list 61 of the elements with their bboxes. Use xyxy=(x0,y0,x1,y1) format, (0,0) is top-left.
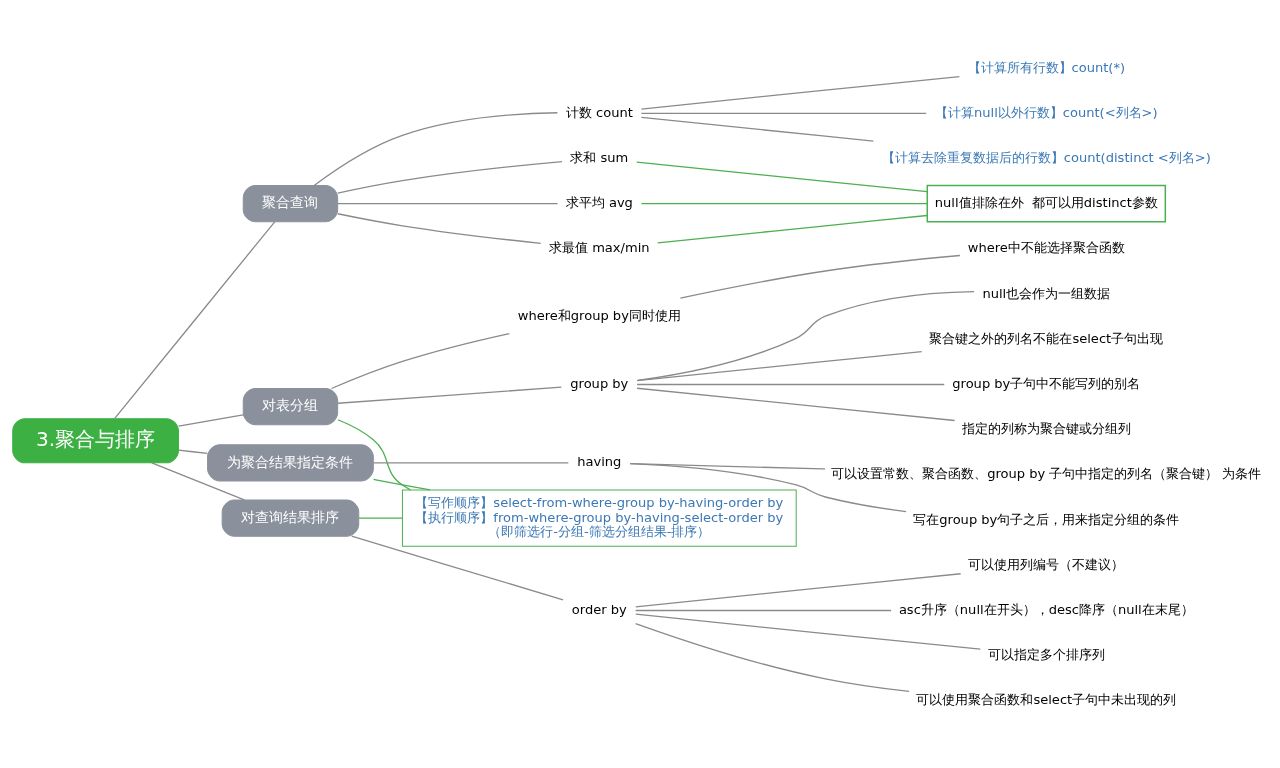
connector xyxy=(330,332,510,389)
node-text: order by xyxy=(571,601,627,617)
node-box: 对查询结果排序 xyxy=(221,499,360,537)
connector xyxy=(337,212,542,244)
connector xyxy=(640,116,874,142)
node-text: 求和 sum xyxy=(570,149,629,165)
node-text: 【计算null以外行数】count(<列名>) xyxy=(934,104,1158,120)
node-text: 可以设置常数、聚合函数、group by 子句中指定的列名（聚合键） 为条件 xyxy=(831,465,1262,481)
node-text: 计数 count xyxy=(565,104,633,120)
node-text: 可以使用聚合函数和select子句中未出现的列 xyxy=(916,691,1177,707)
node-text: 可以使用列编号（不建议） xyxy=(968,556,1125,572)
node-text: where中不能选择聚合函数 xyxy=(967,239,1125,255)
connector xyxy=(114,220,276,419)
connector xyxy=(373,461,569,463)
node-text: null也会作为一组数据 xyxy=(982,285,1111,301)
node-text: 【计算所有行数】count(*) xyxy=(967,59,1126,75)
node-text: group by xyxy=(570,375,629,391)
node-text: group by子句中不能写列的别名 xyxy=(952,375,1141,391)
node-box: 聚合查询 xyxy=(242,184,339,222)
node-text: 指定的列称为聚合键或分组列 xyxy=(961,420,1131,436)
node-text: having xyxy=(577,453,622,469)
connector xyxy=(640,112,927,114)
connector xyxy=(635,613,981,650)
connector xyxy=(372,478,431,491)
connector xyxy=(635,572,962,607)
node-text: 聚合键之外的列名不能在select子句出现 xyxy=(929,330,1164,346)
connector xyxy=(636,387,956,421)
connector xyxy=(151,461,245,501)
connector xyxy=(629,462,907,512)
connector xyxy=(337,386,562,404)
connector xyxy=(351,535,564,601)
connector xyxy=(640,202,928,204)
connector xyxy=(634,609,892,611)
connector xyxy=(178,413,244,427)
node-text: 求最值 max/min xyxy=(549,239,650,255)
node-box: 3.聚合与排序 xyxy=(12,417,179,463)
connector xyxy=(358,516,403,519)
node-box: 对表分组 xyxy=(242,387,339,425)
node-text: where和group by同时使用 xyxy=(517,307,681,323)
node-box: 为聚合结果指定条件 xyxy=(207,443,374,481)
connector xyxy=(629,462,826,470)
node-box: 【写作顺序】select-from-where-group by-having-order by 【执行顺序】from-where-group by-having-select-order by （即筛选行-分组-筛选分组结果-排序） xyxy=(401,488,797,547)
connector xyxy=(657,214,928,244)
connector xyxy=(337,160,563,194)
connector xyxy=(636,350,923,381)
node-text: 【计算去除重复数据后的行数】count(distinct <列名>) xyxy=(881,149,1211,165)
connector xyxy=(636,290,975,381)
connector xyxy=(337,418,412,490)
node-text: 写在group by句子之后，用来指定分组的条件 xyxy=(913,511,1180,527)
connector xyxy=(636,383,945,385)
connector xyxy=(313,111,559,186)
connector xyxy=(178,449,209,454)
node-text: asc升序（null在开头），desc降序（null在末尾） xyxy=(898,601,1194,617)
connector xyxy=(679,254,961,299)
node-text: 可以指定多个排序列 xyxy=(987,646,1105,662)
node-box: null值排除在外 都可以用distinct参数 xyxy=(926,184,1167,223)
connector xyxy=(634,622,910,692)
connector xyxy=(636,161,928,192)
node-text: 求平均 avg xyxy=(565,194,633,210)
connector xyxy=(640,75,961,110)
connector xyxy=(337,202,559,204)
